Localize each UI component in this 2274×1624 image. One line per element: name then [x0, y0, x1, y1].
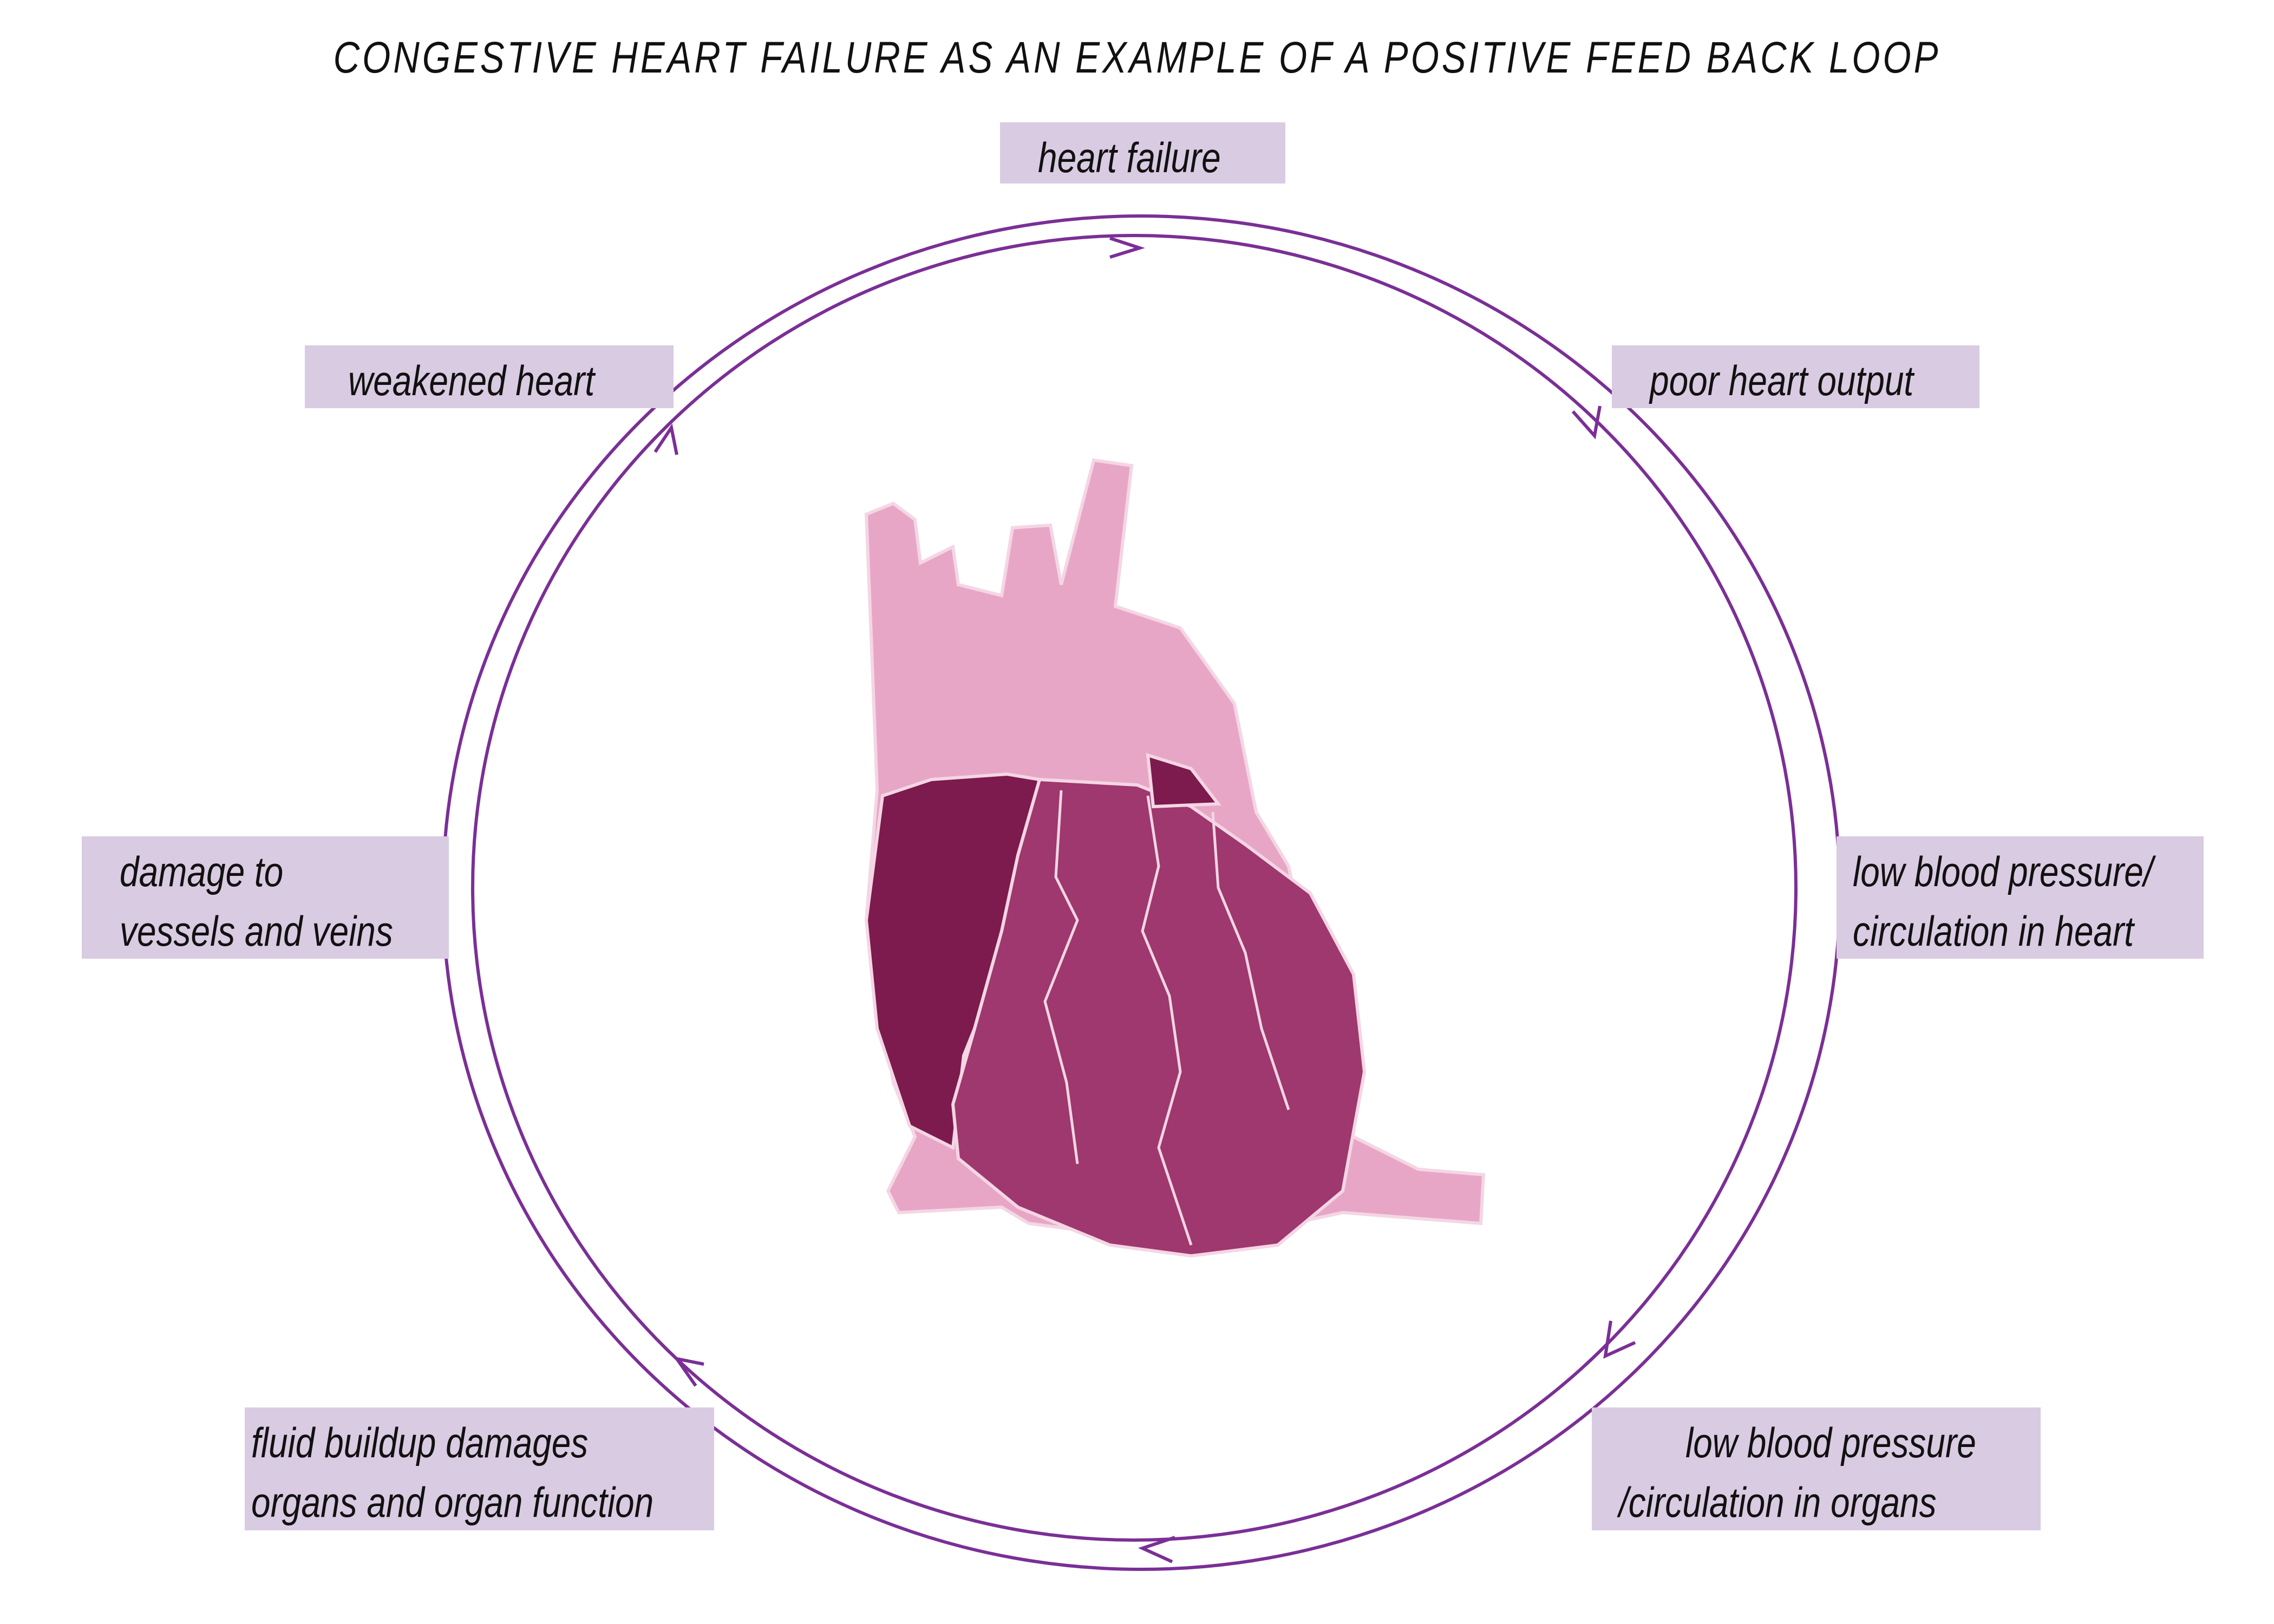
arrowhead-icon	[1109, 237, 1145, 259]
label-fluid-buildup: fluid buildup damages organs and organ f…	[245, 1407, 714, 1530]
label-text: poor heart output	[1650, 357, 1914, 404]
arrowhead-icon	[1603, 1320, 1636, 1359]
label-text: fluid buildup damages	[251, 1419, 589, 1466]
label-text: organs and organ function	[251, 1478, 654, 1526]
label-heart-failure: heart failure	[1000, 122, 1285, 184]
arrowhead-icon	[1138, 1536, 1175, 1563]
label-text: /circulation in organs	[1619, 1478, 1937, 1526]
inner-loop-arrow	[471, 234, 1798, 1542]
label-text: heart failure	[1038, 134, 1221, 181]
arrowhead-icon	[673, 1356, 704, 1387]
diagram-title: CONGESTIVE HEART FAILURE AS AN EXAMPLE O…	[333, 33, 1941, 82]
label-damage-vessels: damage to vessels and veins	[82, 836, 449, 959]
label-poor-heart-output: poor heart output	[1612, 345, 1979, 408]
label-text: weakened heart	[348, 357, 595, 404]
label-text: low blood pressure	[1685, 1419, 1976, 1466]
label-low-bp-organs: low blood pressure /circulation in organ…	[1592, 1407, 2041, 1530]
heart-atrium	[1146, 752, 1221, 809]
arrowhead-icon	[1571, 405, 1602, 440]
label-text: circulation in heart	[1853, 907, 2134, 955]
label-text: low blood pressure/	[1853, 848, 2153, 895]
label-low-bp-heart: low blood pressure/ circulation in heart	[1837, 836, 2204, 959]
arrowhead-icon	[654, 423, 678, 455]
label-text: vessels and veins	[120, 907, 393, 955]
label-weakened-heart: weakened heart	[305, 345, 674, 408]
label-text: damage to	[120, 848, 284, 895]
heart-illustration	[864, 458, 1486, 1258]
heart-left-ventricle	[951, 777, 1367, 1258]
